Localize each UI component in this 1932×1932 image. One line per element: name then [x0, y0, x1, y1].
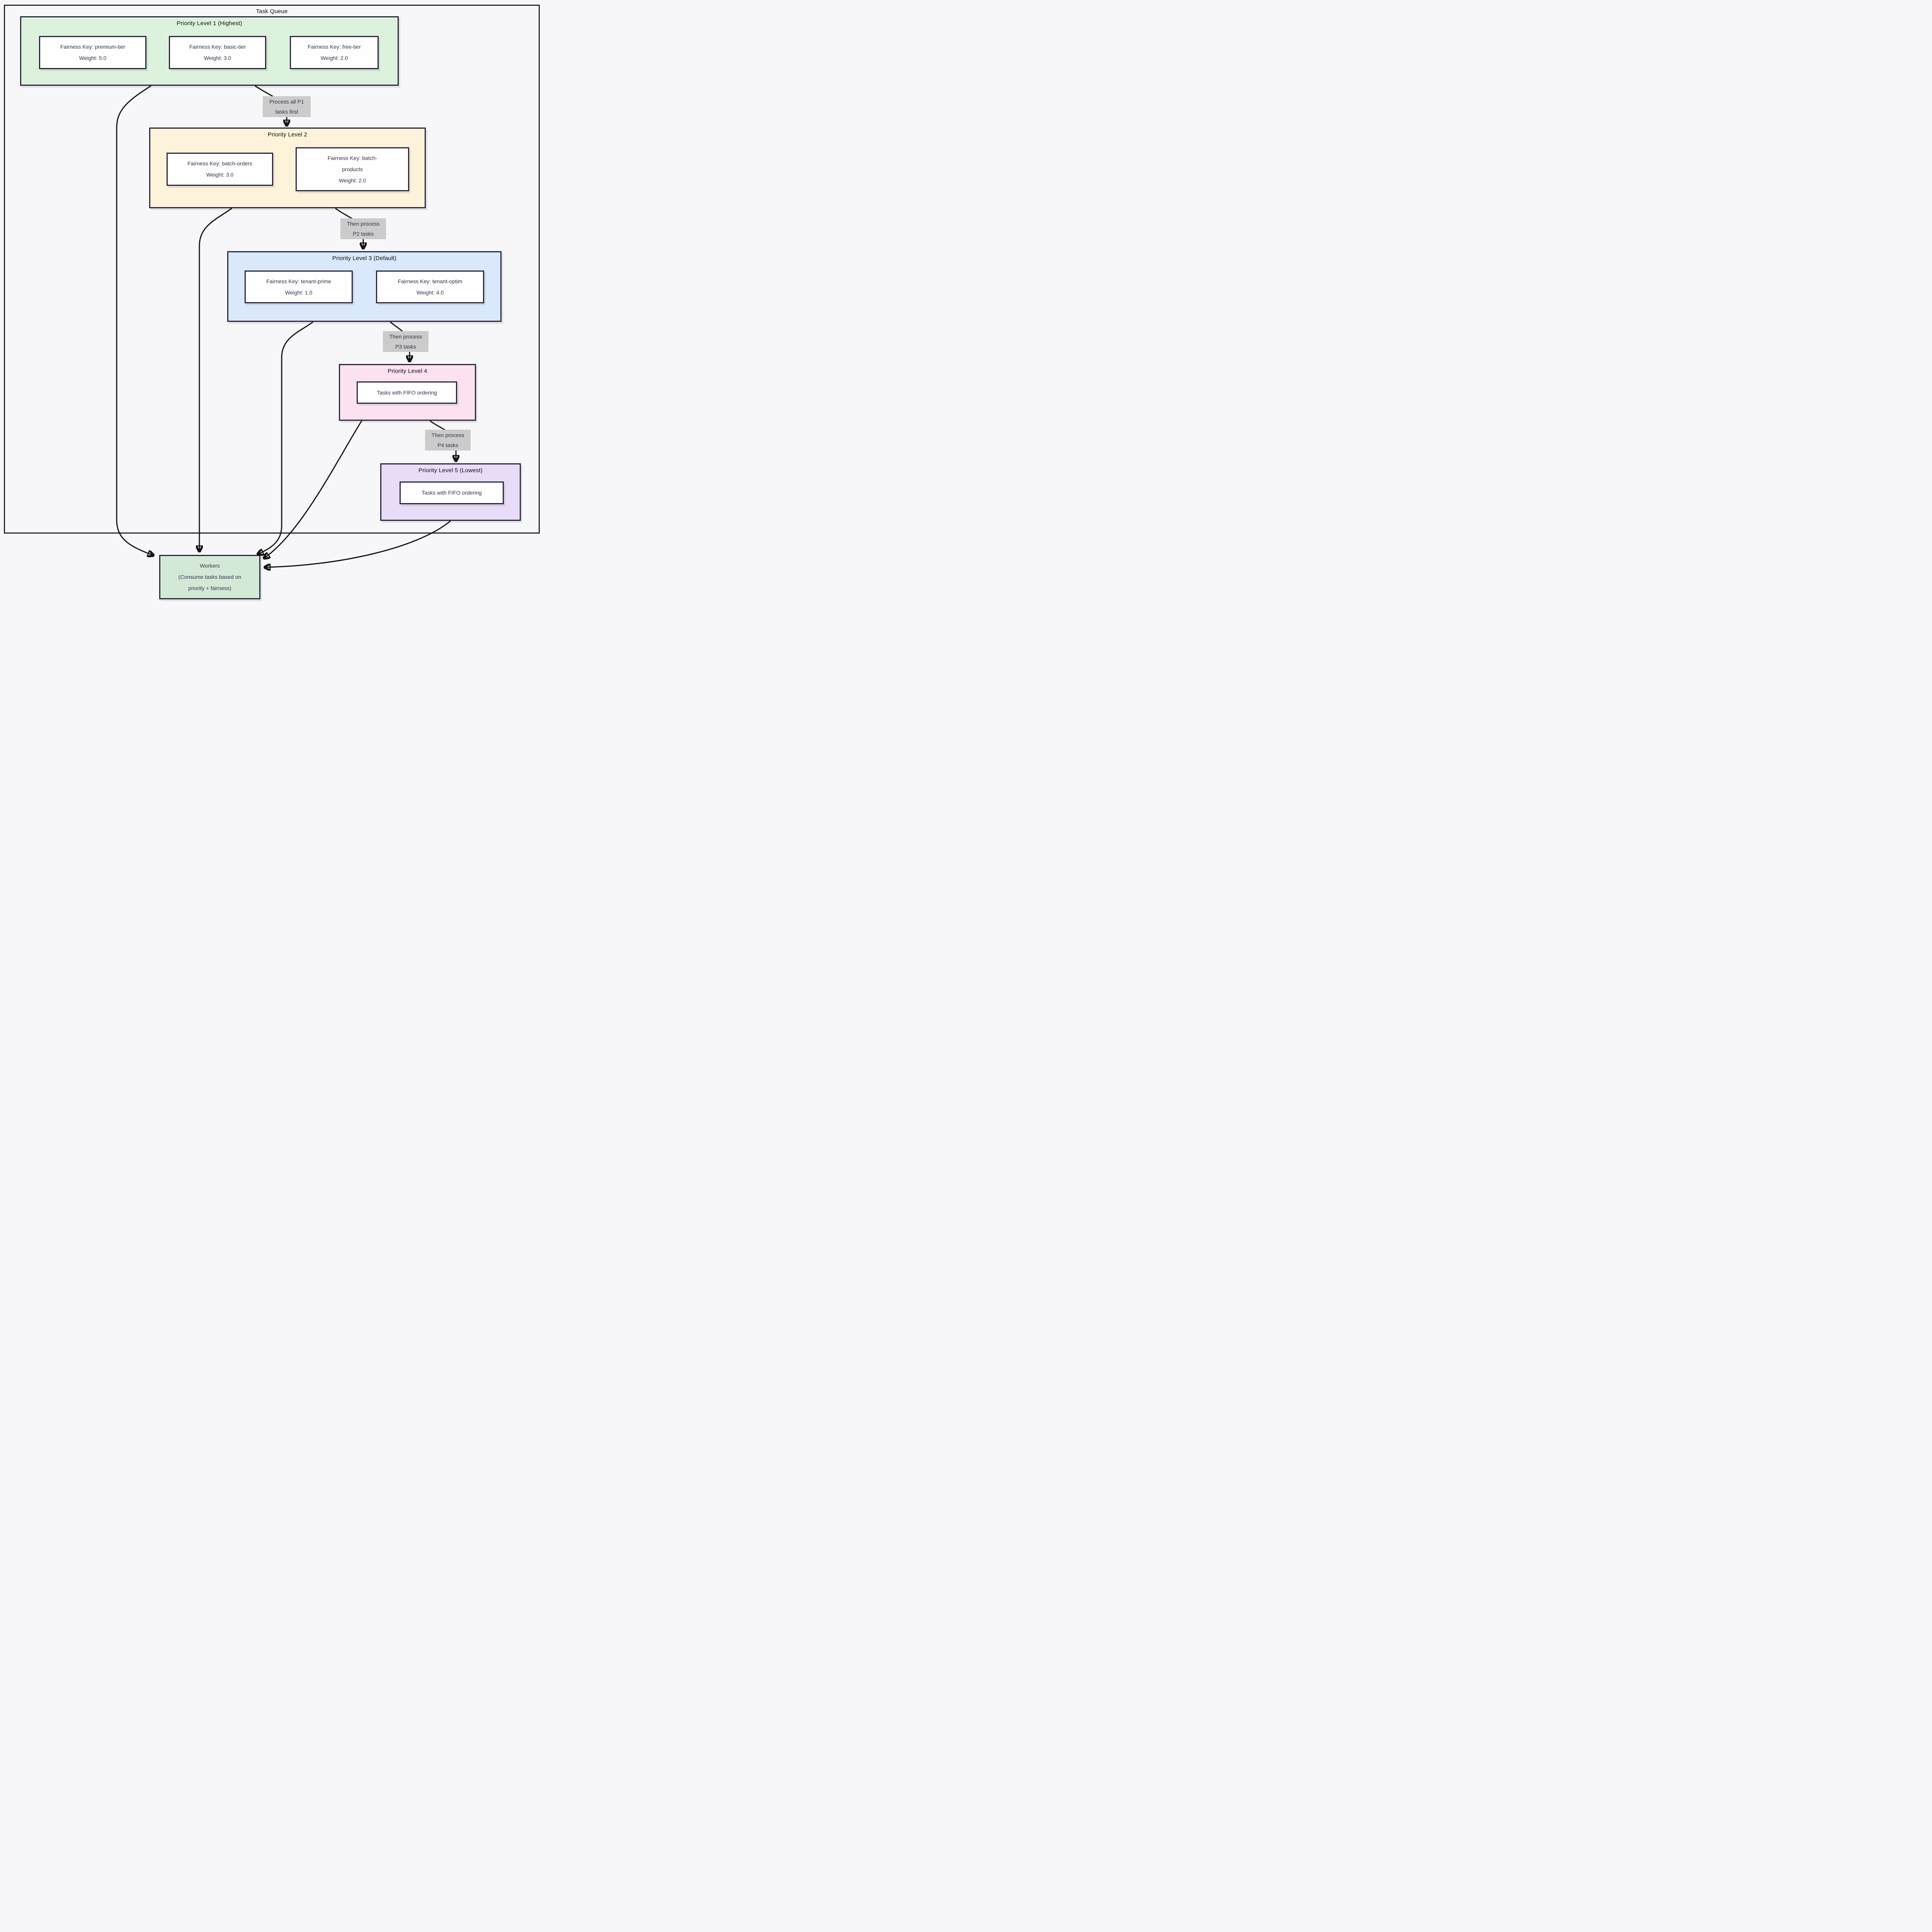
node-batch-products: Fairness Key: batch- products Weight: 2.…: [296, 147, 409, 191]
edge-label-line: P2 tasks: [353, 231, 374, 237]
node-text-line: Weight: 2.0: [320, 55, 348, 61]
node-text-line: Workers: [200, 563, 220, 569]
node-workers: Workers (Consume tasks based on priority…: [159, 555, 260, 599]
node-p4-fifo: Tasks with FIFO ordering: [357, 381, 457, 404]
diagram-canvas: Task Queue Priority Level 1 (Highest) Fa…: [0, 0, 596, 601]
node-text-line: Fairness Key: tenant-optim: [398, 278, 463, 284]
node-text-line: Tasks with FIFO ordering: [377, 389, 437, 396]
node-text-line: priority + fairness): [188, 585, 231, 591]
node-free-tier: Fairness Key: free-tier Weight: 2.0: [290, 36, 379, 69]
edge-label-line: P3 tasks: [395, 344, 416, 350]
node-tenant-optim: Fairness Key: tenant-optim Weight: 4.0: [376, 270, 484, 303]
node-text-line: Fairness Key: basic-tier: [189, 44, 246, 50]
node-tenant-prime: Fairness Key: tenant-prime Weight: 1.0: [245, 270, 353, 303]
cluster-priority-1-title: Priority Level 1 (Highest): [177, 20, 242, 27]
cluster-priority-2: Priority Level 2 Fairness Key: batch-ord…: [149, 128, 426, 208]
cluster-priority-5: Priority Level 5 (Lowest) Tasks with FIF…: [380, 463, 521, 521]
cluster-priority-2-title: Priority Level 2: [267, 131, 308, 138]
node-text-line: Weight: 2.0: [338, 177, 366, 184]
edge-label-p3-p4: Then process P3 tasks: [383, 331, 429, 352]
node-basic-tier: Fairness Key: basic-tier Weight: 3.0: [169, 36, 266, 69]
edge-label-line: Process all P1: [269, 99, 304, 105]
node-text-line: (Consume tasks based on: [178, 574, 242, 580]
edge-label-p1-p2: Process all P1 tasks first: [263, 96, 311, 117]
node-text-line: Weight: 1.0: [285, 289, 313, 296]
node-batch-orders: Fairness Key: batch-orders Weight: 3.0: [167, 153, 273, 186]
node-p5-fifo: Tasks with FIFO ordering: [400, 481, 504, 504]
node-text-line: Tasks with FIFO ordering: [422, 490, 482, 496]
edge-label-line: tasks first: [275, 109, 298, 115]
edge-label-line: P4 tasks: [437, 442, 458, 448]
node-text-line: Fairness Key: premium-tier: [60, 44, 126, 50]
node-text-line: Fairness Key: batch-orders: [187, 160, 253, 167]
node-text-line: Weight: 4.0: [416, 289, 444, 296]
edge-label-p2-p3: Then process P2 tasks: [340, 218, 386, 239]
edge-label-p4-p5: Then process P4 tasks: [425, 430, 471, 451]
node-text-line: Fairness Key: tenant-prime: [266, 278, 332, 284]
cluster-priority-5-title: Priority Level 5 (Lowest): [418, 467, 483, 474]
node-text-line: Fairness Key: batch-: [327, 155, 378, 161]
node-text-line: Weight: 3.0: [206, 172, 234, 178]
edge-label-line: Then process: [431, 432, 464, 438]
cluster-priority-4-title: Priority Level 4: [388, 368, 427, 374]
edge-label-line: Then process: [389, 333, 422, 340]
cluster-priority-3-title: Priority Level 3 (Default): [332, 255, 397, 262]
node-text-line: Weight: 3.0: [204, 55, 231, 61]
node-text-line: Fairness Key: free-tier: [308, 44, 361, 50]
cluster-priority-3: Priority Level 3 (Default) Fairness Key:…: [227, 251, 502, 322]
cluster-priority-1: Priority Level 1 (Highest) Fairness Key:…: [20, 16, 399, 86]
node-text-line: products: [342, 166, 363, 172]
node-text-line: Weight: 5.0: [79, 55, 107, 61]
node-premium-tier: Fairness Key: premium-tier Weight: 5.0: [39, 36, 146, 69]
task-queue-title: Task Queue: [256, 8, 288, 15]
edge-label-line: Then process: [347, 221, 380, 227]
cluster-priority-4: Priority Level 4 Tasks with FIFO orderin…: [339, 364, 476, 421]
